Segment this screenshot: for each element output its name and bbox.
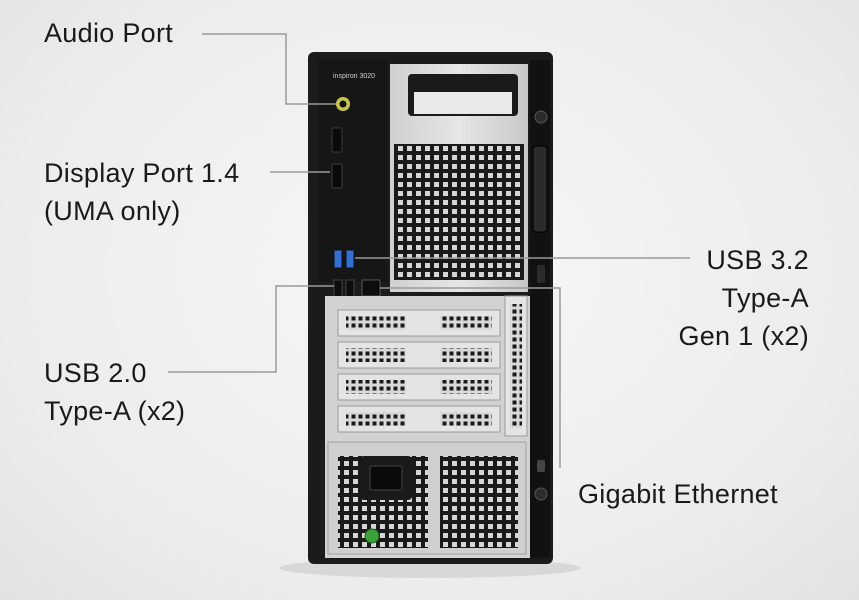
callout-usb20-line1: USB 2.0 [44, 358, 147, 388]
chassis-edge [530, 60, 550, 558]
usb20-port-1 [333, 279, 343, 299]
callout-usb32-line3: Gen 1 (x2) [678, 321, 809, 351]
ethernet-port [361, 279, 381, 297]
side-latch [532, 145, 548, 233]
thumbscrew-top [534, 110, 548, 124]
callout-usb32-line1: USB 3.2 [706, 245, 809, 275]
callout-display-port-line1: Display Port 1.4 [44, 158, 240, 188]
displayport-1 [331, 127, 343, 153]
padlock-loop [537, 265, 545, 283]
audio-jack [339, 100, 347, 108]
fan-vent [394, 144, 524, 280]
callout-audio-port-line1: Audio Port [44, 18, 174, 48]
usb32-port-2 [345, 249, 355, 269]
psu-vent-right [440, 456, 518, 548]
model-badge: inspiron 3020 [333, 73, 375, 80]
expansion-slots [337, 295, 528, 437]
callout-display-port-line2: (UMA only) [44, 196, 181, 226]
callout-usb20-line2: Type-A (x2) [44, 396, 186, 426]
callout-ethernet-line1: Gigabit Ethernet [578, 479, 778, 509]
displayport-2 [331, 163, 343, 189]
io-panel [318, 60, 388, 282]
leader-audio [202, 33, 336, 105]
leader-ethernet [380, 287, 561, 468]
thumbscrew-bottom [534, 487, 548, 501]
psu-led [364, 528, 380, 544]
handle-opening [414, 92, 512, 114]
callout-display-port: Display Port 1.4 (UMA only) [44, 154, 239, 230]
callout-usb32-line2: Type-A [721, 283, 809, 313]
callout-usb20: USB 2.0 Type-A (x2) [44, 354, 185, 430]
leader-lines [168, 33, 690, 468]
usb20-port-2 [345, 279, 355, 299]
usb32-port-1 [333, 249, 343, 269]
callout-audio-port: Audio Port [44, 14, 173, 52]
leader-usb20 [168, 285, 334, 373]
callout-ethernet: Gigabit Ethernet [578, 475, 778, 513]
callout-usb32: USB 3.2 Type-A Gen 1 (x2) [678, 241, 809, 355]
lock-slot [537, 460, 545, 472]
